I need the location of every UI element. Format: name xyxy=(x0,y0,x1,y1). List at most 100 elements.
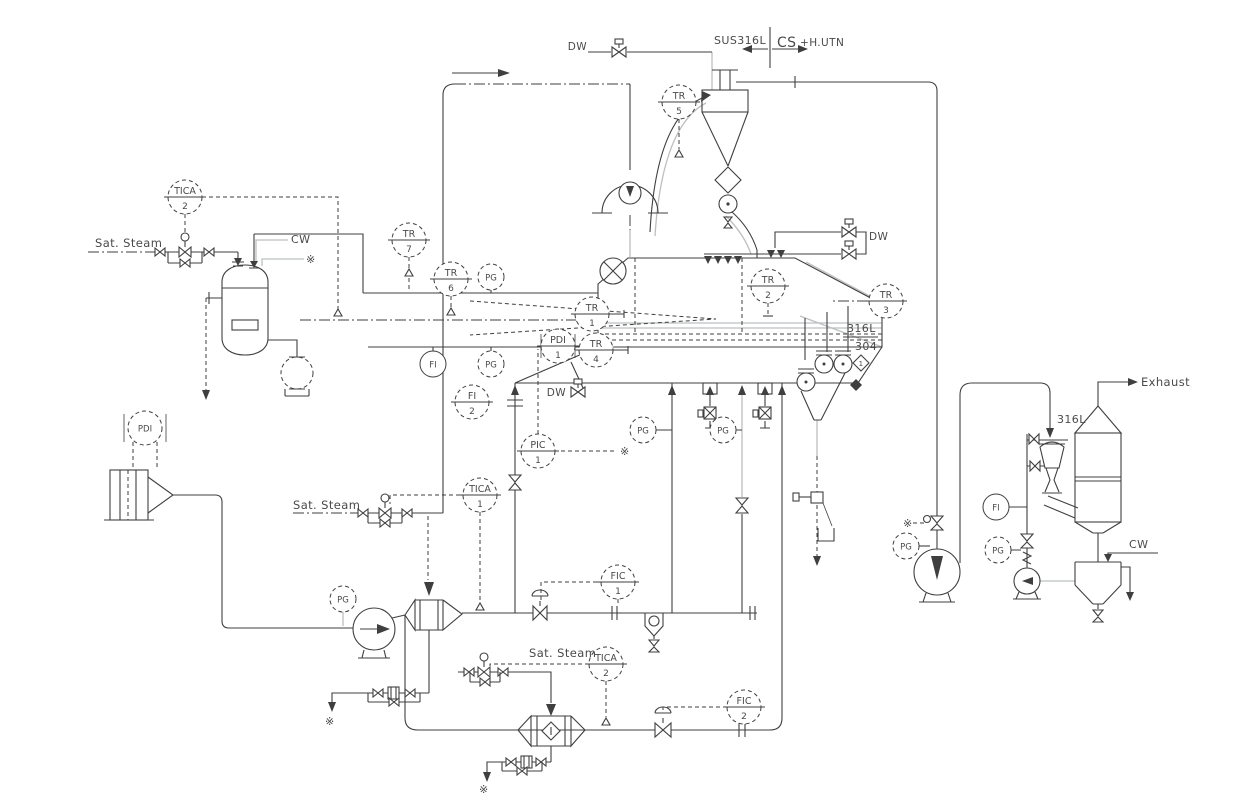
instrument-number: 5 xyxy=(676,107,682,117)
material-label-304-discharge: 304 xyxy=(855,340,877,353)
dw-valves-right xyxy=(704,218,867,264)
instrument-fi-2-12: FI2 xyxy=(451,384,493,420)
instrument-tr-3-11: TR3 xyxy=(865,283,907,319)
material-label-hutn: +H.UTN xyxy=(800,37,844,49)
instrument-pdi-16: PDI xyxy=(127,410,163,446)
reference-mark-trap1: ※ xyxy=(325,715,335,728)
feed-line-top xyxy=(442,69,631,513)
instrument-tag: PDI xyxy=(550,335,566,346)
instrument-tag: FIC xyxy=(737,696,752,707)
instrument-number: 2 xyxy=(603,669,609,679)
instrument-fic-2-21: FIC 2 xyxy=(723,689,765,725)
exhaust-fan xyxy=(913,382,1054,603)
instrument-tag: TR xyxy=(589,339,603,350)
instrument-tag: TR xyxy=(761,275,775,286)
tica2-signal-lines xyxy=(184,196,343,317)
instrument-tag: PIC xyxy=(530,440,546,451)
instrument-pg-5: PG xyxy=(477,350,505,378)
instrument-pg-17: PG xyxy=(329,585,357,613)
cw-label-right: CW xyxy=(1129,538,1148,551)
reference-mark-fan: ※ xyxy=(903,517,913,530)
scrubber-column xyxy=(1073,378,1138,562)
sample-funnel xyxy=(817,528,835,542)
instrument-tr-4-9: TR4 xyxy=(575,332,617,368)
instrument-tag: FI xyxy=(992,504,999,514)
instrument-tr-7-1: TR7 xyxy=(388,222,430,258)
instrument-tag: PDI xyxy=(138,425,152,435)
sat-steam-label-1: Sat. Steam xyxy=(95,236,162,250)
instrument-tag: TR xyxy=(879,290,893,301)
exhaust-loop-line xyxy=(736,76,938,549)
dw-label-right: DW xyxy=(869,231,888,243)
intake-filter xyxy=(104,414,353,629)
instrument-tag: FI xyxy=(429,361,436,371)
material-label-316l-discharge: 316L xyxy=(847,322,876,335)
instrument-tica-2-20: TICA 2 xyxy=(585,646,627,682)
tica1-signal-lines xyxy=(389,494,481,600)
riser-valve-1 xyxy=(507,474,523,491)
instrument-tag: TICA xyxy=(594,653,617,664)
material-label-316l-right: 316L xyxy=(1057,413,1086,426)
riser-valve-3 xyxy=(734,497,750,514)
feed-duct xyxy=(300,257,717,351)
instrument-tag: TR xyxy=(585,303,599,314)
cw-label-vessel: CW xyxy=(291,233,310,246)
sat-steam-label-3: Sat. Steam xyxy=(529,646,596,660)
cyclone-discharge-valve xyxy=(714,166,742,194)
diamond-symbol-filled xyxy=(850,379,862,391)
scrubber-line-valve xyxy=(1019,533,1035,549)
instrument-number: 1 xyxy=(477,500,483,510)
instrument-tag: PG xyxy=(485,274,497,284)
dw-label-dryer: DW xyxy=(547,387,566,399)
material-boundary xyxy=(742,27,808,68)
sample-point xyxy=(810,491,824,504)
steam-valve-station-3 xyxy=(458,652,556,716)
instrument-tag: FIC xyxy=(611,571,626,582)
secondary-air-loop xyxy=(404,615,770,739)
instrument-tag: PG xyxy=(992,547,1004,557)
dw-label-top: DW xyxy=(568,41,587,53)
steam-valve-station-2 xyxy=(293,493,443,596)
feed-vessel xyxy=(202,233,364,400)
instrument-number: 2 xyxy=(469,407,475,417)
secondary-lines xyxy=(255,52,1075,626)
instrument-number: 1 xyxy=(555,351,561,361)
instrument-pg-14: PG xyxy=(629,416,657,444)
instrument-tag: PG xyxy=(637,427,649,437)
instrument-number: 7 xyxy=(406,245,412,255)
instrument-number: 1 xyxy=(615,587,621,597)
material-label-sus316l: SUS316L xyxy=(714,34,766,47)
fan-inlet-valve xyxy=(929,515,945,531)
instrument-number: 2 xyxy=(765,291,771,301)
steam-heater-1 xyxy=(404,598,463,693)
instrument-number: 6 xyxy=(448,284,454,294)
instrument-fic-1-19: FIC 1 xyxy=(597,564,639,600)
instrument-tag: TR xyxy=(444,268,458,279)
instrument-pg-15: PG xyxy=(709,416,737,444)
control-valve-fic1 xyxy=(532,604,548,622)
steam-valve-station-1 xyxy=(88,232,244,269)
control-valve-fic2 xyxy=(654,721,672,739)
reference-mark-vessel: ※ xyxy=(306,253,316,266)
instrument-pdi-1-8: PDI 1 xyxy=(537,328,579,364)
discharge-diamond-note: 1 xyxy=(859,360,864,368)
instrument-tag: PG xyxy=(900,543,912,553)
reference-mark-trap2: ※ xyxy=(479,783,489,796)
instrument-pg-22: PG xyxy=(892,532,920,560)
material-label-cs: CS xyxy=(777,35,796,51)
instrument-tag: PG xyxy=(485,361,497,371)
diamond-symbol-open xyxy=(852,354,870,372)
supply-air-system xyxy=(462,383,786,731)
reducer-marks xyxy=(674,119,684,158)
instrument-number: 2 xyxy=(741,712,747,722)
instrument-fi-23: FI xyxy=(982,493,1010,521)
instrument-number: 1 xyxy=(589,319,595,329)
flex-coupling xyxy=(722,216,734,229)
instrument-pg-24: PG xyxy=(984,536,1012,564)
